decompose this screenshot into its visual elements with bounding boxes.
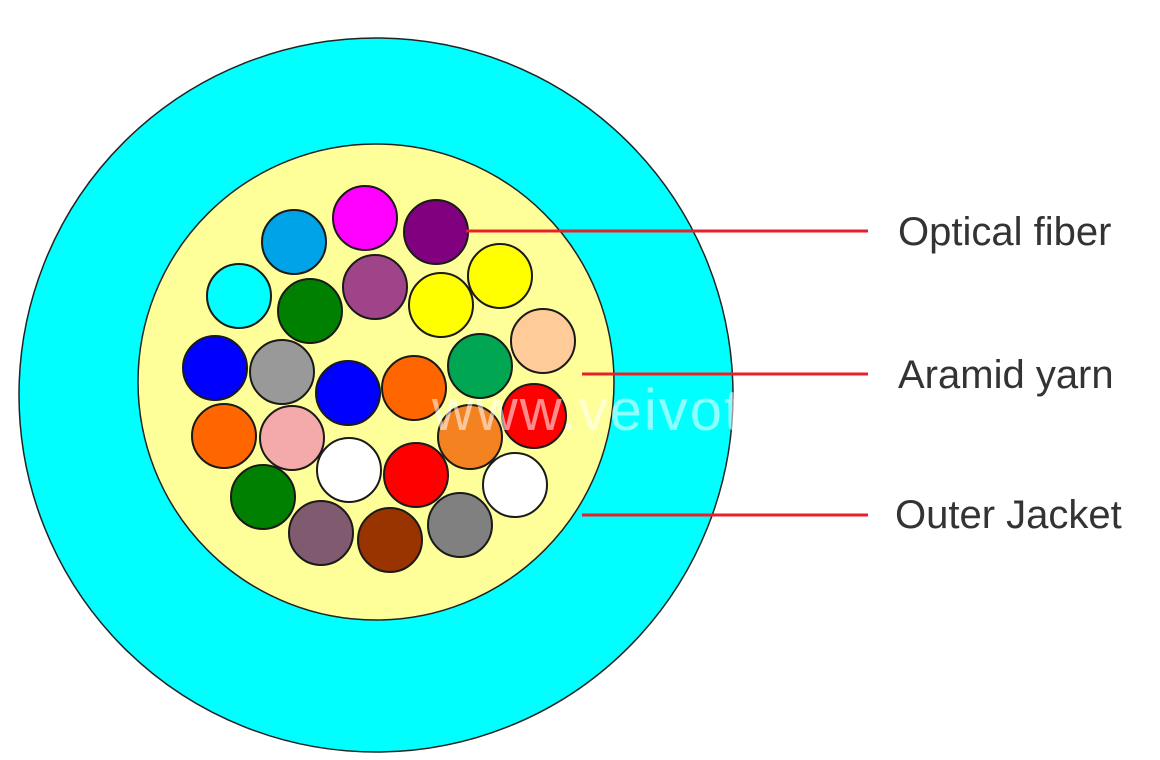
optical-fiber-25 xyxy=(427,492,493,558)
optical-fiber-13 xyxy=(381,355,447,421)
optical-fiber-11 xyxy=(249,339,315,405)
label-outer-jacket: Outer Jacket xyxy=(895,493,1122,537)
optical-fiber-6 xyxy=(342,254,408,320)
optical-fiber-21 xyxy=(230,464,296,530)
optical-fiber-1 xyxy=(332,185,398,251)
optical-fiber-bundle xyxy=(182,185,576,573)
optical-fiber-4 xyxy=(467,243,533,309)
optical-fiber-8 xyxy=(408,272,474,338)
watermark-text: www.veivot.com xyxy=(432,378,876,443)
optical-fiber-3 xyxy=(261,209,327,275)
optical-fiber-16 xyxy=(259,405,325,471)
optical-fiber-14 xyxy=(447,333,513,399)
optical-fiber-22 xyxy=(482,452,548,518)
optical-fiber-18 xyxy=(383,442,449,508)
optical-fiber-10 xyxy=(182,335,248,401)
optical-fiber-19 xyxy=(437,404,503,470)
optical-fiber-2 xyxy=(403,199,469,265)
optical-fiber-9 xyxy=(510,308,576,374)
optical-fiber-17 xyxy=(316,437,382,503)
optical-fiber-15 xyxy=(191,403,257,469)
optical-fiber-20 xyxy=(501,383,567,449)
label-aramid-yarn: Aramid yarn xyxy=(898,353,1114,397)
optical-fiber-7 xyxy=(277,278,343,344)
label-optical-fiber: Optical fiber xyxy=(898,210,1112,254)
optical-fiber-12 xyxy=(315,360,381,426)
optical-fiber-23 xyxy=(288,500,354,566)
optical-fiber-5 xyxy=(206,263,272,329)
optical-fiber-24 xyxy=(357,507,423,573)
